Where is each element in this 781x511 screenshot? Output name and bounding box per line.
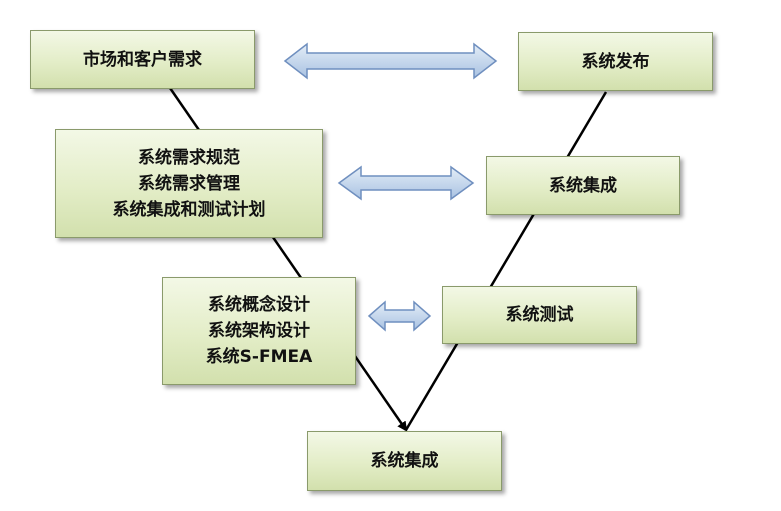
- box-text-line: 系统集成: [370, 451, 439, 471]
- box-text-line: 系统集成: [549, 175, 617, 196]
- box-text-line: 系统架构设计: [208, 321, 310, 341]
- box-text-line: 系统集成和测试计划: [112, 199, 266, 220]
- box-text-line: 系统需求规范: [138, 147, 240, 168]
- double-arrow-middle: [337, 165, 475, 201]
- system-integration-right-box: 系统集成: [486, 156, 680, 215]
- market-requirements-box: 市场和客户需求: [30, 30, 255, 89]
- box-text-line: 系统发布: [581, 51, 650, 72]
- box-text-line: 系统概念设计: [208, 295, 310, 315]
- box-text-line: 系统需求管理: [138, 173, 240, 194]
- double-arrow-top: [283, 42, 498, 80]
- system-requirements-box: 系统需求规范 系统需求管理 系统集成和测试计划: [55, 129, 323, 238]
- system-release-box: 系统发布: [518, 32, 713, 91]
- system-integration-bottom-box: 系统集成: [307, 431, 502, 491]
- box-text-line: 系统测试: [505, 305, 574, 325]
- box-text-line: 市场和客户需求: [83, 49, 202, 70]
- system-design-box: 系统概念设计 系统架构设计 系统S-FMEA: [162, 277, 356, 385]
- system-test-box: 系统测试: [442, 286, 637, 344]
- box-text-line: 系统S-FMEA: [205, 347, 313, 367]
- double-arrow-bottom: [367, 300, 432, 332]
- v-right-line: [404, 91, 608, 431]
